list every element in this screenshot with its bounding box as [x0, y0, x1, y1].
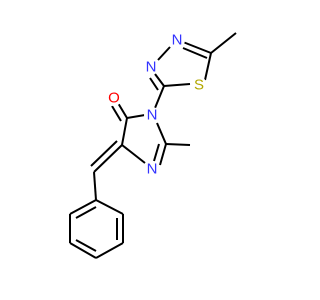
bond-n-imine-c2 — [159, 143, 167, 166]
bond-c5-methyl — [210, 32, 237, 54]
bonds — [69, 32, 237, 259]
bond-c2-methyl — [165, 143, 191, 146]
bond-n3-n4 — [157, 46, 171, 61]
bond-c-carbonyl-o — [117, 102, 128, 119]
bond-ph-3-4 — [95, 242, 124, 259]
atom-label-n-top: N — [172, 32, 183, 49]
atom-label-n-imine: N — [147, 161, 158, 178]
bond-c2-n-ring — [156, 122, 167, 145]
bond-s1-c5 — [204, 52, 212, 81]
atom-label-o: O — [108, 90, 120, 107]
bond-n-ring-c-carbonyl — [126, 114, 146, 119]
atom-o-carbonyl: O — [106, 90, 122, 107]
atom-s-thiadiazole: S — [191, 77, 207, 94]
atom-n-imidazolone-ring: N — [144, 107, 160, 124]
bond-ph-6-1 — [69, 199, 97, 215]
atom-n-thiadiazole-top: N — [169, 32, 185, 49]
atom-label-s: S — [194, 77, 204, 94]
bond-ph-1-2 — [95, 199, 124, 215]
bond-c-carbonyl-c4 — [121, 117, 128, 146]
bond-c4-ch — [93, 144, 123, 173]
bond-ph-4-5 — [69, 242, 97, 259]
bond-c2-n-ring — [154, 85, 165, 109]
bond-ch-phenyl — [93, 171, 97, 201]
bond-c4-ch-double — [90, 140, 118, 167]
bond-c2-s1 — [163, 83, 191, 87]
molecule-structure: N N S O N N — [69, 32, 237, 259]
molecule-canvas: N N S O N N — [69, 32, 237, 259]
atom-n-imidazolone-imine: N — [144, 161, 160, 178]
bond-n-imine-c2-double — [153, 143, 160, 162]
atom-labels: N N S O N N — [106, 32, 207, 178]
bond-c4-n-imine — [121, 144, 146, 164]
atom-n-thiadiazole-left: N — [143, 59, 159, 76]
bond-ph-4-5-inner — [75, 239, 97, 252]
bond-c-carbonyl-o-double — [111, 105, 122, 122]
atom-label-n-left: N — [146, 59, 157, 76]
atom-label-n-ring: N — [147, 107, 158, 124]
bond-n4-c2-double — [149, 77, 159, 91]
bond-ph-6-1-inner — [75, 206, 97, 219]
bond-n3-c5-double — [182, 47, 208, 59]
bond-n3-c5 — [182, 41, 212, 54]
bond-n4-c2 — [154, 73, 165, 87]
